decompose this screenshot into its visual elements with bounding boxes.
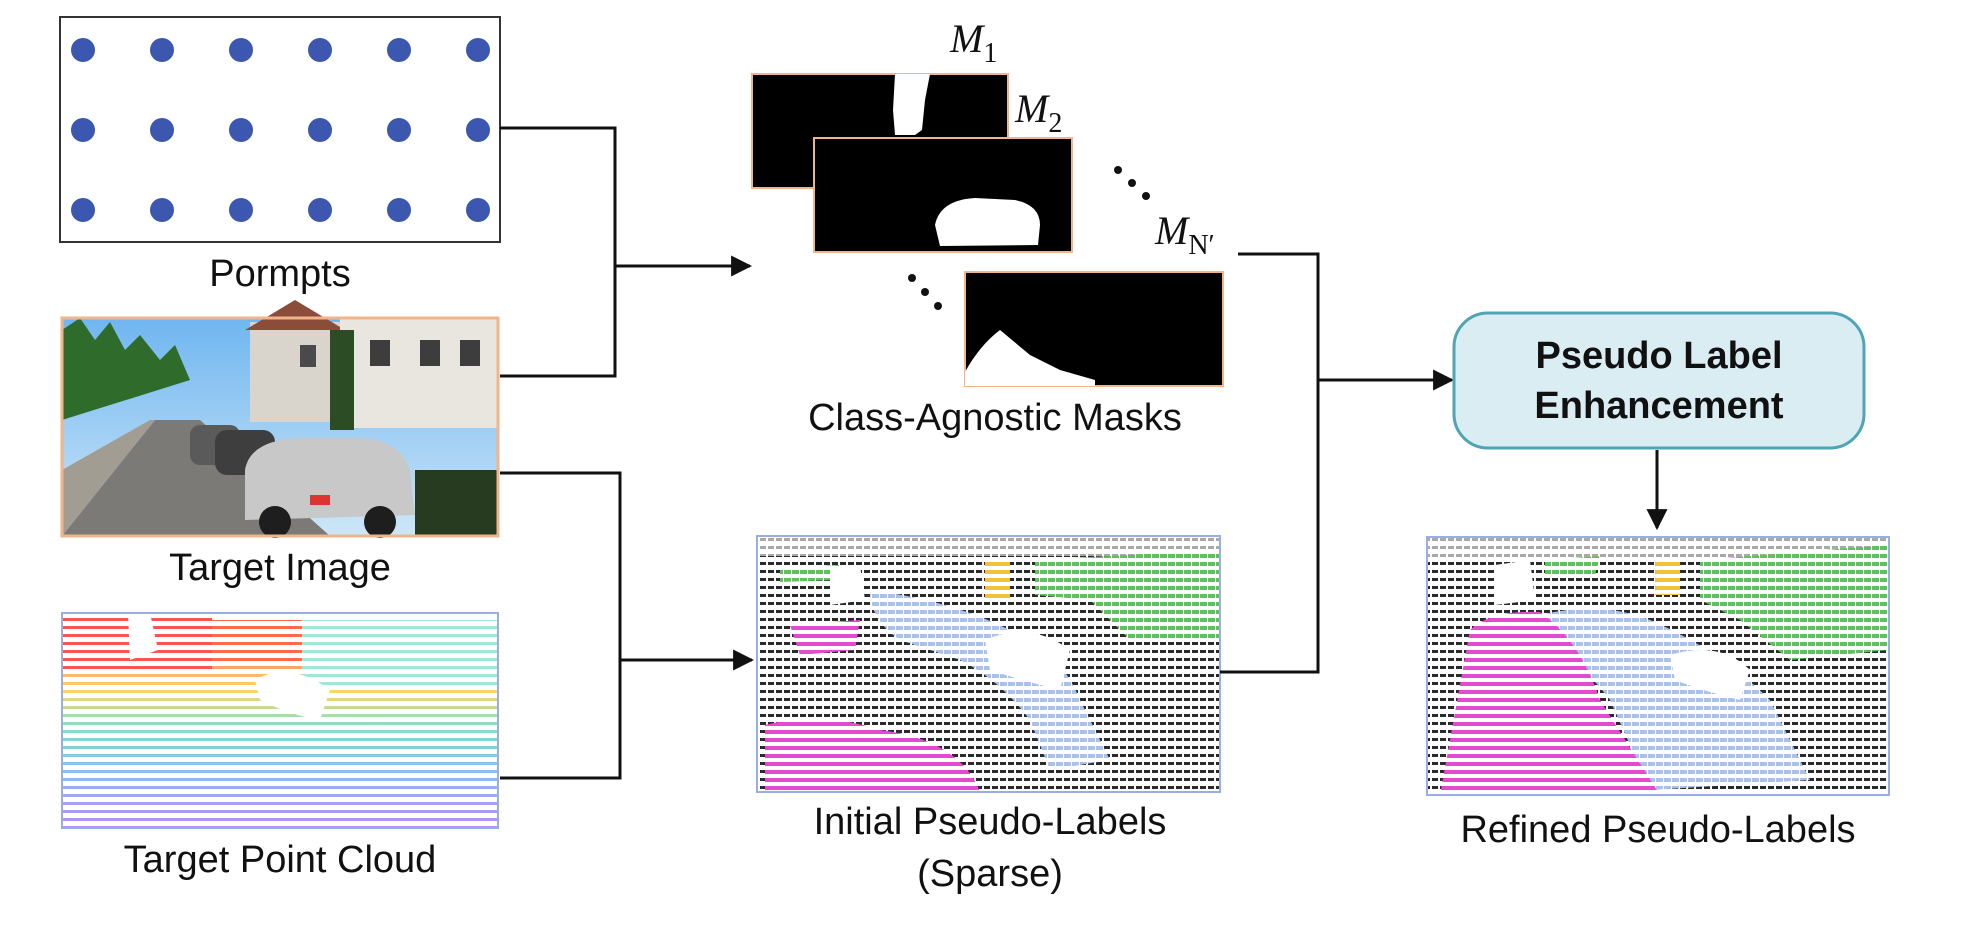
target-image <box>60 300 500 538</box>
prompt-point <box>71 118 95 142</box>
prompt-point <box>229 118 253 142</box>
right-connectors <box>1220 252 1668 674</box>
left-connectors <box>500 126 755 780</box>
prompt-dots <box>71 38 490 222</box>
prompt-point <box>71 38 95 62</box>
refined-pseudo-labels <box>1426 536 1890 796</box>
prompt-point <box>387 38 411 62</box>
mask-m2-symbol: M2 <box>1014 86 1062 139</box>
prompts-panel <box>59 16 501 243</box>
masks-label: Class-Agnostic Masks <box>808 397 1182 439</box>
prompt-point <box>150 198 174 222</box>
prompt-point <box>387 118 411 142</box>
target-image-label: Target Image <box>169 547 391 589</box>
prompt-point <box>308 38 332 62</box>
refined-label: Refined Pseudo-Labels <box>1460 809 1855 851</box>
prompt-point <box>308 118 332 142</box>
initial-label-line2: (Sparse) <box>917 853 1063 895</box>
prompt-point <box>229 38 253 62</box>
prompt-point <box>229 198 253 222</box>
prompt-point <box>387 198 411 222</box>
prompt-point <box>150 38 174 62</box>
point-cloud-label: Target Point Cloud <box>124 839 437 881</box>
prompt-point <box>308 198 332 222</box>
initial-label-line1: Initial Pseudo-Labels <box>814 801 1167 843</box>
mask-m1-symbol: M1 <box>949 16 997 69</box>
enhancement-line2: Enhancement <box>1534 385 1784 427</box>
prompt-point <box>150 118 174 142</box>
prompt-point <box>466 38 490 62</box>
target-point-cloud <box>61 612 499 829</box>
prompt-point <box>71 198 95 222</box>
prompt-point <box>466 198 490 222</box>
mask-mn-symbol: MN′ <box>1154 208 1215 261</box>
prompts-frame <box>59 16 501 243</box>
prompt-point <box>466 118 490 142</box>
initial-pseudo-labels <box>756 535 1221 793</box>
enhancement-line1: Pseudo Label <box>1535 335 1782 377</box>
prompts-label: Pormpts <box>209 253 350 295</box>
pseudo-label-enhancement-box: Pseudo Label Enhancement <box>1452 311 1866 450</box>
class-agnostic-masks <box>751 73 1224 387</box>
